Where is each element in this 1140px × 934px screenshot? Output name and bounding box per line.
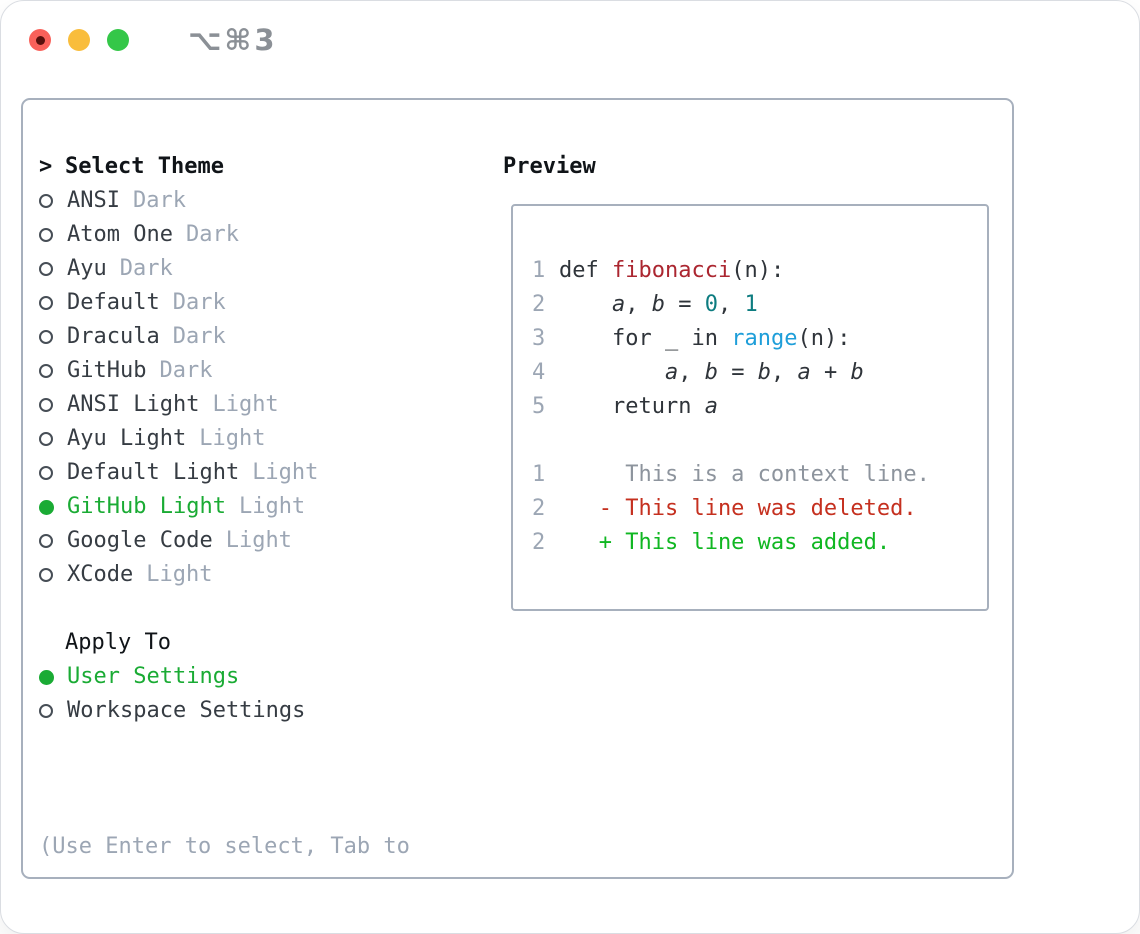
option-label: ANSI — [67, 188, 120, 213]
code-line: 3 for _ in range(n): — [532, 322, 987, 356]
close-button[interactable] — [29, 29, 51, 51]
variant-tag: Dark — [172, 290, 226, 315]
radio-selected-icon — [39, 669, 54, 685]
radio-icon — [39, 228, 53, 242]
theme-option-dracula[interactable]: Dracula Dark — [39, 320, 410, 354]
option-label: Atom One — [67, 222, 173, 247]
radio-icon — [39, 330, 53, 344]
hint-line-1: (Use Enter to select, Tab to — [39, 834, 410, 859]
variant-tag: Light — [252, 460, 319, 485]
line-number: 4 — [532, 360, 546, 385]
apply-option-user-settings[interactable]: User Settings — [39, 660, 410, 694]
radio-icon — [39, 568, 53, 582]
apply-to-header: Apply To — [39, 626, 410, 660]
theme-option-ansi-light[interactable]: ANSI Light Light — [39, 388, 410, 422]
window-title: ⌥⌘3 — [188, 23, 278, 57]
option-label: Default Light — [67, 460, 240, 485]
diff-line: 2 + This line was added. — [532, 526, 987, 560]
line-number: 1 — [532, 462, 546, 487]
line-number: 2 — [532, 496, 546, 521]
option-label: Default — [67, 290, 160, 315]
minimize-button[interactable] — [68, 29, 90, 51]
theme-option-ayu[interactable]: Ayu Dark — [39, 252, 410, 286]
variant-tag: Light — [146, 562, 213, 587]
theme-option-default[interactable]: Default Dark — [39, 286, 410, 320]
option-label: GitHub — [67, 358, 147, 383]
radio-icon — [39, 296, 53, 310]
variant-tag: Light — [212, 392, 279, 417]
option-label: Ayu Light — [67, 426, 187, 451]
radio-icon — [39, 364, 53, 378]
option-label: GitHub Light — [67, 494, 226, 519]
line-number: 2 — [532, 292, 546, 317]
variant-tag: Dark — [159, 358, 213, 383]
hint-text: (Use Enter to select, Tab to change focu… — [39, 762, 410, 933]
line-number: 3 — [532, 326, 546, 351]
radio-icon — [39, 534, 53, 548]
radio-icon — [39, 432, 53, 446]
theme-option-atom-one[interactable]: Atom One Dark — [39, 218, 410, 252]
line-number: 5 — [532, 394, 546, 419]
radio-icon — [39, 262, 53, 276]
theme-option-google-code[interactable]: Google Code Light — [39, 524, 410, 558]
cursor-icon: > — [39, 154, 53, 179]
variant-tag: Dark — [119, 256, 173, 281]
select-theme-title: Select Theme — [65, 154, 224, 179]
variant-tag: Light — [238, 494, 306, 519]
option-label: Workspace Settings — [67, 698, 306, 723]
theme-option-default-light[interactable]: Default Light Light — [39, 456, 410, 490]
variant-tag: Dark — [132, 188, 186, 213]
radio-icon — [39, 194, 53, 208]
radio-icon — [39, 398, 53, 412]
variant-tag: Light — [225, 528, 292, 553]
diff-line: 1 This is a context line. — [532, 458, 987, 492]
diff-line: 2 - This line was deleted. — [532, 492, 987, 526]
option-label: XCode — [67, 562, 134, 587]
apply-option-workspace-settings[interactable]: Workspace Settings — [39, 694, 410, 728]
variant-tag: Dark — [185, 222, 239, 247]
theme-option-github[interactable]: GitHub Dark — [39, 354, 410, 388]
preview-header: Preview — [503, 154, 596, 179]
variant-tag: Light — [199, 426, 266, 451]
titlebar: ⌥⌘3 — [1, 1, 1139, 79]
option-label: Dracula — [67, 324, 160, 349]
line-number: 1 — [532, 258, 546, 283]
theme-option-xcode[interactable]: XCode Light — [39, 558, 410, 592]
option-label: ANSI Light — [67, 392, 200, 417]
theme-option-ansi[interactable]: ANSI Dark — [39, 184, 410, 218]
maximize-button[interactable] — [107, 29, 129, 51]
apply-to-title: Apply To — [65, 630, 171, 655]
option-label: Ayu — [67, 256, 107, 281]
radio-icon — [39, 704, 53, 718]
diff-sample: 1 This is a context line.2 - This line w… — [532, 458, 987, 560]
theme-option-ayu-light[interactable]: Ayu Light Light — [39, 422, 410, 456]
option-label: Google Code — [67, 528, 213, 553]
line-number: 2 — [532, 530, 546, 555]
theme-option-github-light[interactable]: GitHub Light Light — [39, 490, 410, 524]
code-line: 4 a, b = b, a + b — [532, 356, 987, 390]
variant-tag: Dark — [172, 324, 226, 349]
select-theme-header: > Select Theme — [39, 150, 410, 184]
close-dot-icon — [35, 35, 45, 45]
option-label: User Settings — [67, 664, 240, 689]
code-line: 5 return a — [532, 390, 987, 424]
code-line: 2 a, b = 0, 1 — [532, 288, 987, 322]
radio-selected-icon — [39, 499, 54, 515]
radio-icon — [39, 466, 53, 480]
